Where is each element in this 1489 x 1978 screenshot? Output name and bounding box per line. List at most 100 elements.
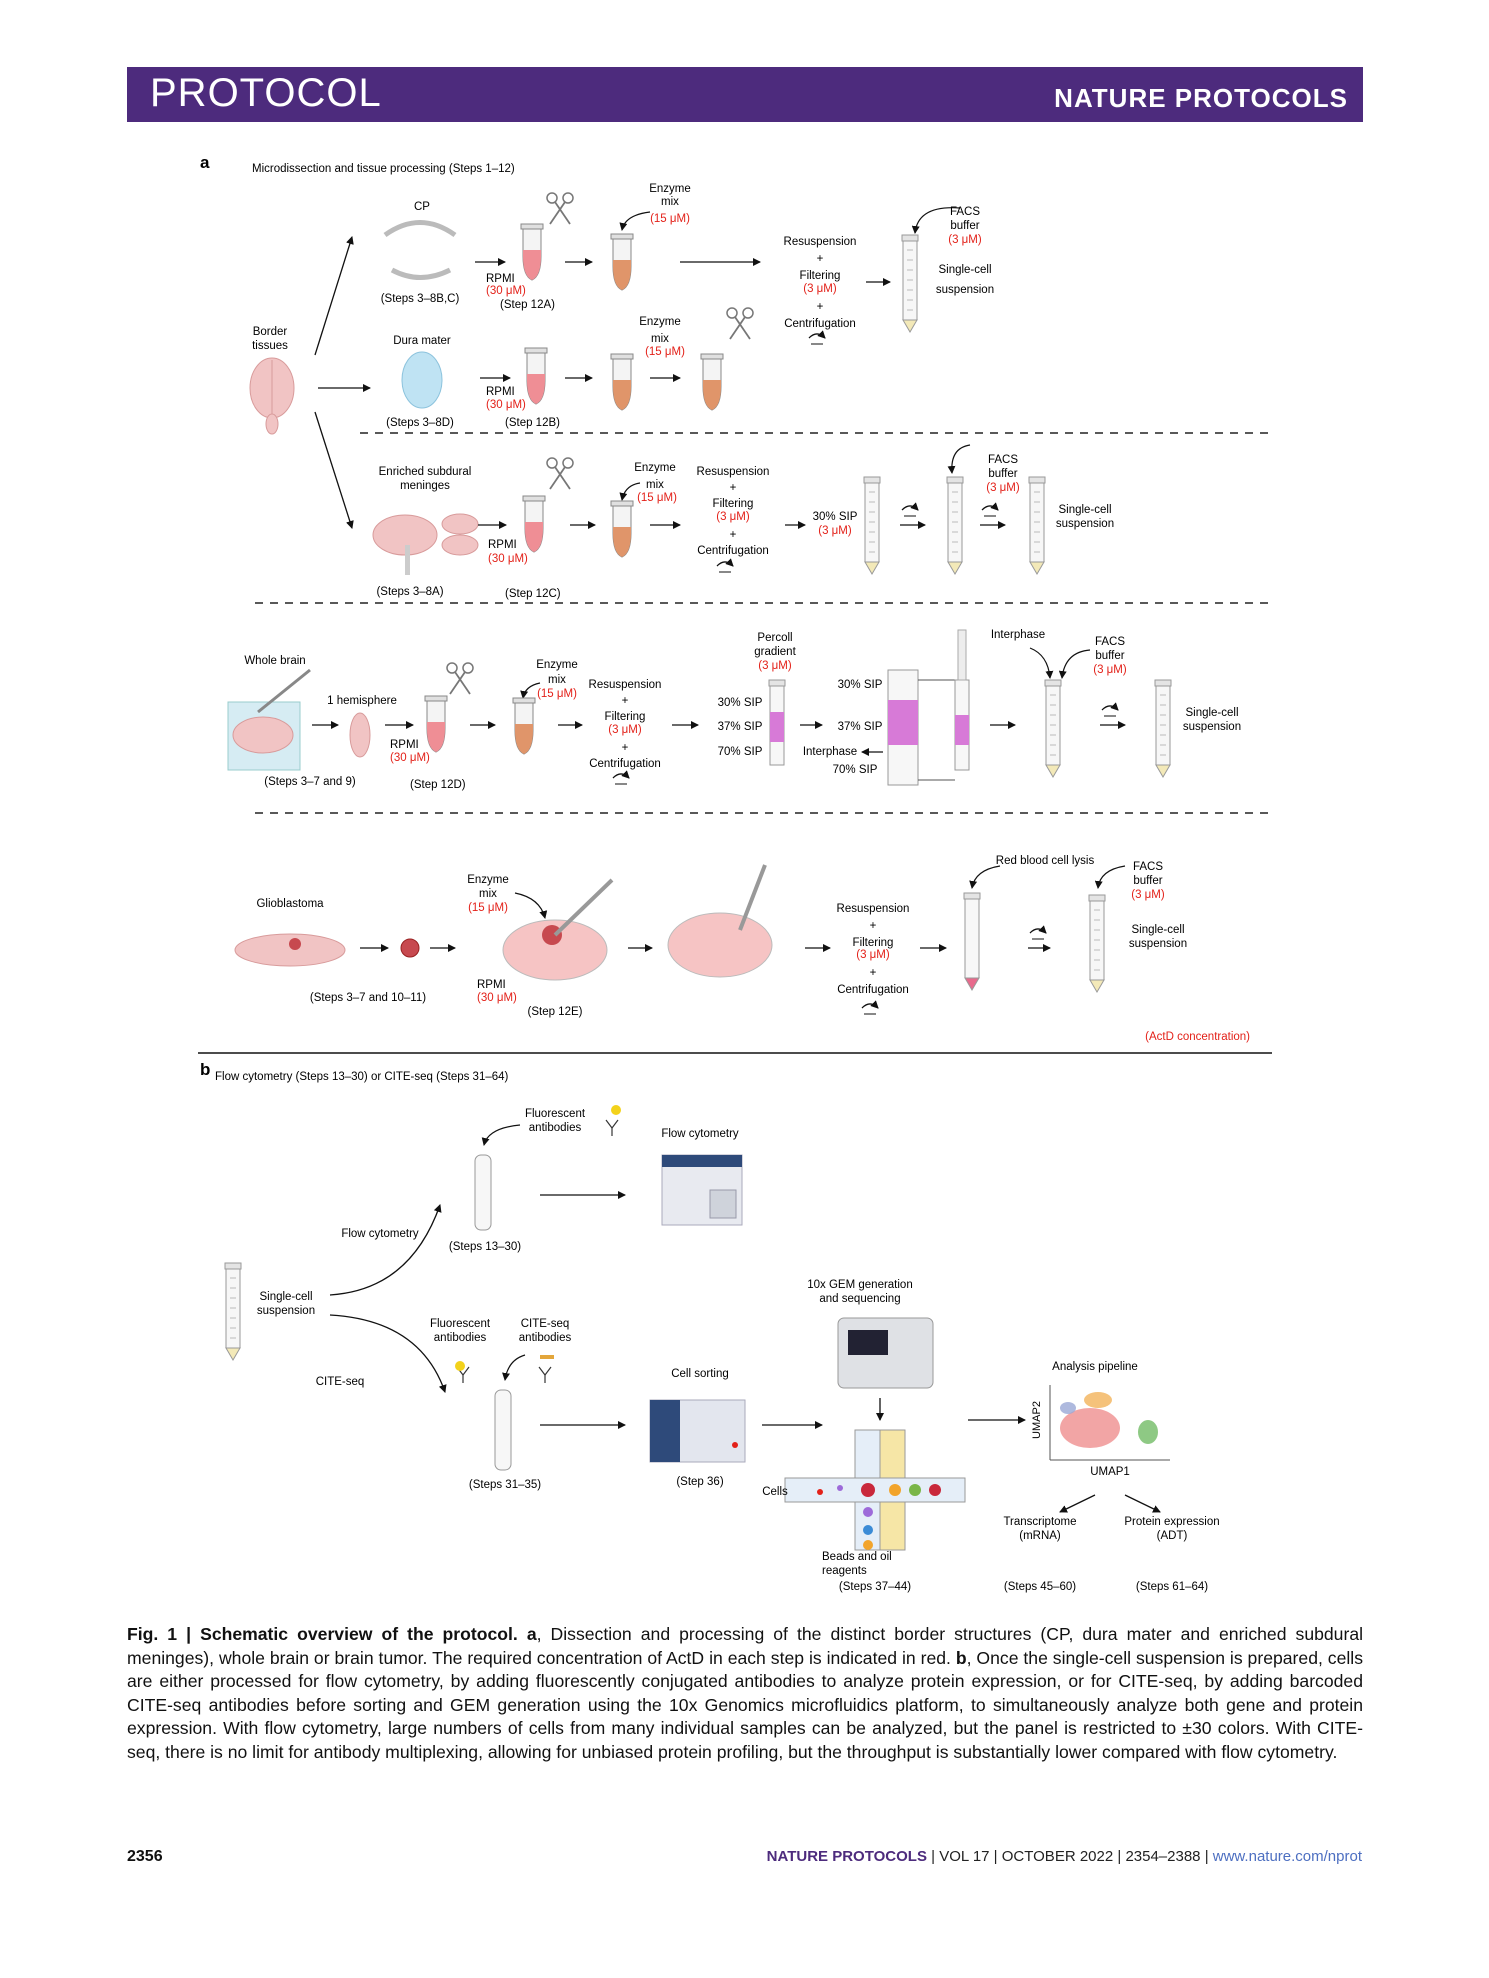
- gradient-interphase: Interphase: [803, 746, 857, 758]
- subdural-facs-conc: (3 μM): [986, 482, 1020, 494]
- dish-icon: [502, 919, 608, 981]
- percoll-sip30: 30% SIP: [718, 697, 763, 709]
- brain-rpmi-conc: (30 μM): [390, 752, 430, 764]
- tube-icon: [610, 233, 634, 291]
- falcon-tube-icon: [964, 897, 980, 979]
- steps-13-30: (Steps 13–30): [449, 1241, 521, 1253]
- spin-icon: [902, 506, 918, 516]
- gbm-resuspension: Resuspension+Filtering: [837, 903, 910, 949]
- panel-b-letter: b: [200, 1060, 210, 1079]
- caption-title: Fig. 1 | Schematic overview of the proto…: [127, 1624, 518, 1644]
- brain-icon: [249, 357, 295, 435]
- subdural-steps: (Steps 3–8A): [376, 586, 443, 598]
- cite-antibody-icon: [538, 1366, 552, 1384]
- gbm-rbc: Red blood cell lysis: [996, 855, 1095, 867]
- gbm-centrifugation: Centrifugation: [837, 984, 909, 996]
- top-centrifugation: Centrifugation: [784, 318, 856, 330]
- percoll-sip37: 37% SIP: [718, 721, 763, 733]
- gbm-label: Glioblastoma: [256, 898, 324, 910]
- footer-month: OCTOBER 2022: [1001, 1848, 1114, 1865]
- umap2-label: UMAP2: [1031, 1401, 1043, 1439]
- tube-icon: [610, 353, 634, 411]
- cp-tissue-icon: [383, 220, 457, 238]
- flow-tube-icon: [474, 1154, 492, 1231]
- dura-rpmi-conc: (30 μM): [486, 399, 526, 411]
- falcon-tube-icon: [901, 234, 919, 333]
- gradient-sip30: 30% SIP: [838, 679, 883, 691]
- cells-label: Cells: [762, 1486, 788, 1498]
- brain-centrifugation: Centrifugation: [589, 758, 661, 770]
- subdural-enzyme-conc: (15 μM): [637, 492, 677, 504]
- steps-61-64: (Steps 61–64): [1136, 1581, 1208, 1593]
- tube-icon: [700, 353, 724, 411]
- brain-label: Whole brain: [244, 655, 305, 667]
- transcriptome-label: Transcriptome(mRNA): [1003, 1516, 1076, 1542]
- scissors-icon: [446, 662, 474, 695]
- cp-rpmi: RPMI: [486, 273, 515, 285]
- arrow-to-cp: [314, 236, 354, 356]
- top-filter-conc: (3 μM): [803, 283, 837, 295]
- falcon-tube-icon: [1088, 894, 1106, 993]
- gbm-filter-conc: (3 μM): [856, 949, 890, 961]
- gbm-facs-conc: (3 μM): [1131, 889, 1165, 901]
- panel-a-title: Microdissection and tissue processing (S…: [252, 163, 515, 175]
- brain-facs-conc: (3 μM): [1093, 664, 1127, 676]
- percoll-conc: (3 μM): [758, 660, 792, 672]
- brain-hemisphere: 1 hemisphere: [327, 695, 397, 707]
- cite-tube-icon: [494, 1389, 512, 1471]
- dura-label: Dura mater: [393, 335, 451, 347]
- falcon-tube-icon: [224, 1262, 242, 1361]
- tumor-icon: [400, 938, 420, 958]
- dish-icon: [667, 912, 773, 978]
- analysis-label: Analysis pipeline: [1052, 1361, 1138, 1373]
- dura-step: (Step 12B): [505, 417, 560, 429]
- subdural-step: (Step 12C): [505, 588, 561, 600]
- page-number: 2356: [127, 1848, 163, 1865]
- brain-filter-conc: (3 μM): [608, 724, 642, 736]
- dura-steps: (Steps 3–8D): [386, 417, 454, 429]
- subdural-rpmi: RPMI: [488, 539, 517, 551]
- falcon-tube-icon: [1044, 679, 1062, 778]
- scissors-icon: [546, 192, 574, 225]
- caption-text-b: , Once the single-cell suspension is pre…: [127, 1647, 1363, 1762]
- subdural-centrifugation: Centrifugation: [697, 545, 769, 557]
- falcon-tube-icon: [863, 476, 881, 575]
- subdural-filter-conc: (3 μM): [716, 511, 750, 523]
- flow-branch-arrow: [329, 1204, 442, 1296]
- brain-steps: (Steps 3–7 and 9): [264, 776, 356, 788]
- step-36: (Step 36): [676, 1476, 723, 1488]
- brain-enzyme-conc: (15 μM): [537, 688, 577, 700]
- panel-a-letter: a: [200, 153, 210, 172]
- tube-icon: [524, 347, 548, 405]
- brain-rpmi: RPMI: [390, 739, 419, 751]
- gbm-enzyme-conc: (15 μM): [468, 902, 508, 914]
- footer-vol: VOL 17: [939, 1848, 990, 1865]
- flow-cytometry-label: Flow cytometry: [661, 1128, 739, 1140]
- footer-url[interactable]: www.nature.com/nprot: [1212, 1848, 1362, 1865]
- spin-icon: [1030, 929, 1046, 939]
- top-facs-conc: (3 μM): [948, 234, 982, 246]
- cite-branch-arrow: [329, 1314, 447, 1393]
- tube-icon: [520, 223, 544, 281]
- steps-37-44: (Steps 37–44): [839, 1581, 911, 1593]
- spin-icon: [1102, 706, 1118, 716]
- cp-enzyme-conc: (15 μM): [650, 213, 690, 225]
- umap1-label: UMAP1: [1090, 1466, 1130, 1478]
